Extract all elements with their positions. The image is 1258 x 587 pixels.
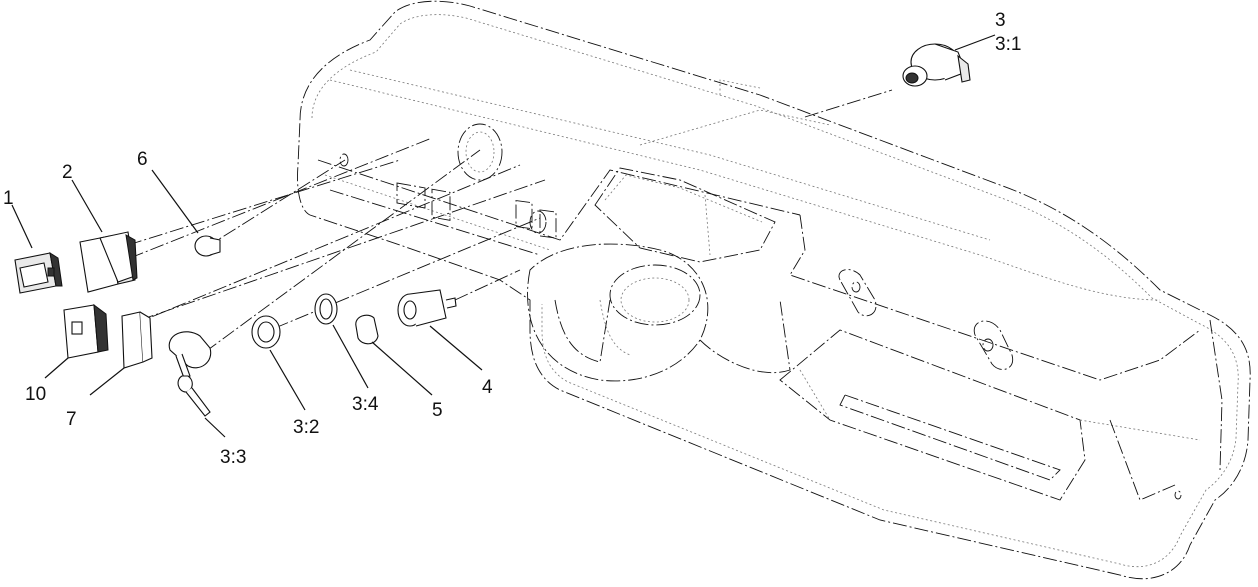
part-6-plug [194, 235, 221, 257]
part-1-indicator-switch [14, 251, 63, 294]
part-7-switch-plug [121, 311, 153, 369]
callout-3-2: 3:2 [293, 417, 319, 438]
callout-4: 4 [482, 377, 493, 398]
part-3-1-ignition-switch [902, 43, 971, 87]
part-4-power-socket [397, 289, 457, 327]
dash-panel-housing [297, 0, 1251, 580]
part-3-3-key [168, 331, 212, 417]
callout-3-1: 3:1 [995, 34, 1021, 55]
callout-3-3: 3:3 [220, 447, 246, 468]
callout-6: 6 [137, 149, 148, 170]
callout-7: 7 [66, 409, 77, 430]
explode-lines [127, 89, 893, 353]
part-3-4-ring [314, 293, 338, 325]
callout-5: 5 [432, 400, 443, 421]
callout-10: 10 [25, 384, 46, 405]
callout-1: 1 [3, 188, 14, 209]
part-5-cap [355, 314, 379, 345]
part-2-rocker-switch [79, 231, 138, 293]
callout-labels: 1 2 6 3 3:1 10 7 3:3 3:2 3:4 5 4 [3, 10, 1021, 468]
callout-leaders [11, 34, 996, 438]
callout-3: 3 [995, 10, 1006, 31]
callout-3-4: 3:4 [352, 394, 379, 415]
part-3-2-bezel-nut [251, 315, 281, 349]
part-10-switch-blank [63, 303, 109, 359]
callout-2: 2 [62, 162, 73, 183]
